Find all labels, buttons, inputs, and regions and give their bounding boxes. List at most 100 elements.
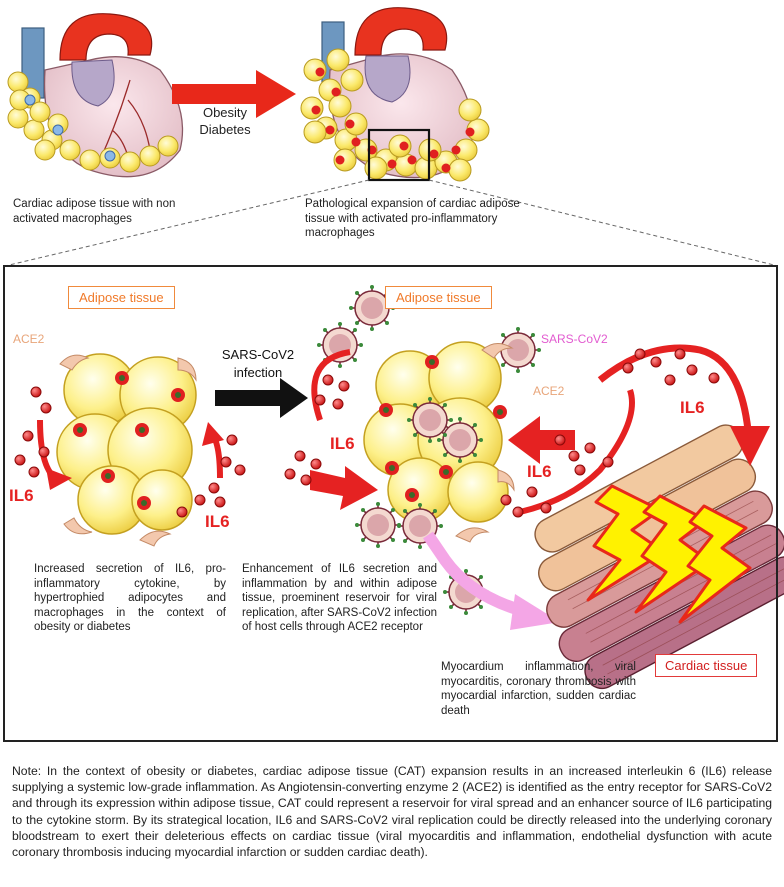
infection-label: SARS-CoV2 infection [216,346,300,382]
fat-droplet [328,94,352,118]
fat-droplet [448,158,472,182]
il6-dot [708,372,720,384]
il6-dot [14,454,26,466]
activated-macrophage [399,141,409,151]
fat-droplet [458,98,482,122]
fat-droplet [59,139,81,161]
il6-dot [634,348,646,360]
il6-dot [584,442,596,454]
infection-label-line2: infection [233,365,283,380]
il6-dot [322,374,334,386]
activated-macrophage [331,87,341,97]
il6-dot [226,434,238,446]
activated-macrophage [429,149,439,159]
activated-macrophage [325,125,335,135]
adipose-cluster-mid [363,341,509,523]
il6-dot [650,356,662,368]
il6-dot [310,458,322,470]
arrow-label: Obesity Diabetes [190,104,260,138]
il6-dot [500,494,512,506]
ace2-label-mid: ACE2 [533,384,565,398]
activated-macrophage [451,145,461,155]
activated-macrophage [315,67,325,77]
ace2-label-left: ACE2 [13,332,45,346]
activated-macrophage [345,119,355,129]
fat-droplet [119,151,141,173]
fat-droplet [157,135,179,157]
fat-droplet [79,149,101,171]
il6-dot [208,482,220,494]
fat-droplet [344,112,368,136]
activated-macrophage [311,105,321,115]
infection-arrow [215,378,308,418]
il6-dot [28,466,40,478]
il6-dot [664,374,676,386]
ace2-receptors-left [59,354,197,547]
il6-dot [40,402,52,414]
il6-dot [220,456,232,468]
activated-macrophage [465,127,475,137]
cardiac-tissue [534,424,784,690]
activated-macrophage [387,159,397,169]
il6-dot [332,398,344,410]
il6-dot [294,450,306,462]
fat-droplet [34,139,56,161]
zoom-box [367,128,431,182]
cardiac-tissue-tag: Cardiac tissue [655,654,758,677]
quiescent-macrophage [52,124,64,136]
activated-macrophage [407,155,417,165]
il6-dot [526,486,538,498]
il6-dot [194,494,206,506]
adipose-cluster-left [56,353,197,535]
obesity-arrow [172,70,296,118]
il6-dot [234,464,246,476]
description-mid: Enhancement of IL6 secretion and inflamm… [242,563,437,633]
adipose-left-heart [7,71,179,173]
il6-label-left-1: IL6 [9,486,34,505]
right-heart-caption: Pathological expansion of cardiac adipos… [305,198,520,239]
note-paragraph: Note: In the context of obesity or diabe… [12,764,772,860]
fat-droplet [139,145,161,167]
activated-macrophage [335,155,345,165]
virus-to-heart-arrow [423,531,560,630]
sars-cov2-label: SARS-CoV2 [541,332,608,346]
adipose-tag-left: Adipose tissue [68,286,175,309]
fat-droplet [303,120,327,144]
il6-label-mid-right: IL6 [527,462,552,481]
il6-dot [214,496,226,508]
il6-dot [554,434,566,446]
il6-dot [568,450,580,462]
il6-dot [30,386,42,398]
detail-panel [3,265,778,742]
fat-droplet [326,48,350,72]
il6-dot [622,362,634,374]
arrow-label-diabetes: Diabetes [199,122,251,137]
description-left: Increased secretion of IL6, pro-inflamma… [34,563,226,633]
il6-dot [512,506,524,518]
il6-dot [22,430,34,442]
adipose-right-heart [300,48,490,182]
il6-dots [14,348,720,518]
infection-label-line1: SARS-CoV2 [221,347,295,362]
il6-dot [602,456,614,468]
adipose-tag-mid: Adipose tissue [385,286,492,309]
activated-macrophage [441,163,451,173]
arrow-label-obesity: Obesity [202,105,248,120]
il6-dot [38,446,50,458]
zoom-line-right [428,179,779,267]
ace2-receptors-mid [455,343,515,543]
quiescent-macrophage [24,94,36,106]
fat-droplet [354,138,378,162]
il6-dot [314,394,326,406]
il6-dot [686,364,698,376]
fat-droplet [23,119,45,141]
il6-dot [574,464,586,476]
quiescent-macrophage [104,150,116,162]
il6-label-left-2: IL6 [205,512,230,531]
description-right: Myocardium inflammation, viral myocardit… [441,661,636,717]
zoom-line-left [4,179,370,267]
fat-droplet [333,148,357,172]
il6-dot [300,474,312,486]
fat-droplet [340,68,364,92]
il6-dot [674,348,686,360]
